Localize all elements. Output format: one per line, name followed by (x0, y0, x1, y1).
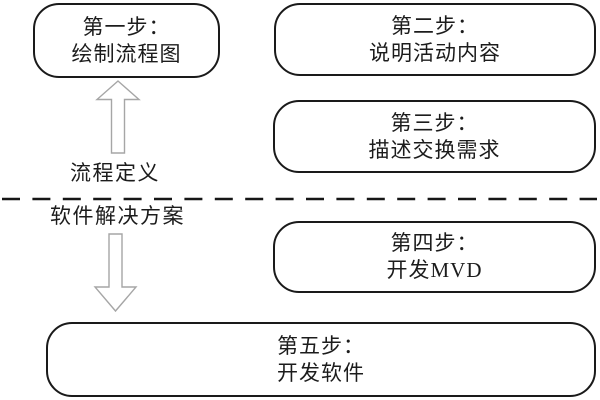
software-solution-label: 软件解决方案 (50, 204, 185, 228)
step4-title: 第四步： (390, 231, 479, 255)
step1-title: 第一步： (82, 14, 171, 39)
step5-title: 第五步： (277, 333, 365, 358)
step2-description: 说明活动内容 (369, 40, 501, 65)
up-arrow-icon (95, 80, 141, 154)
step3-description: 描述交换需求 (368, 137, 501, 162)
step2-title: 第二步： (391, 13, 479, 38)
step1-box: 第一步： 绘制流程图 (33, 3, 220, 78)
step3-title: 第三步： (390, 110, 479, 135)
step5-description: 开发软件 (277, 360, 365, 385)
step2-box: 第二步： 说明活动内容 (274, 3, 596, 76)
step4-description: 开发MVD (386, 258, 483, 282)
step1-description: 绘制流程图 (71, 41, 182, 66)
step3-box: 第三步： 描述交换需求 (273, 100, 596, 173)
process-definition-label: 流程定义 (70, 161, 160, 185)
step4-box: 第四步： 开发MVD (273, 221, 596, 293)
down-arrow-icon (93, 233, 138, 313)
step5-box: 第五步： 开发软件 (46, 322, 596, 397)
